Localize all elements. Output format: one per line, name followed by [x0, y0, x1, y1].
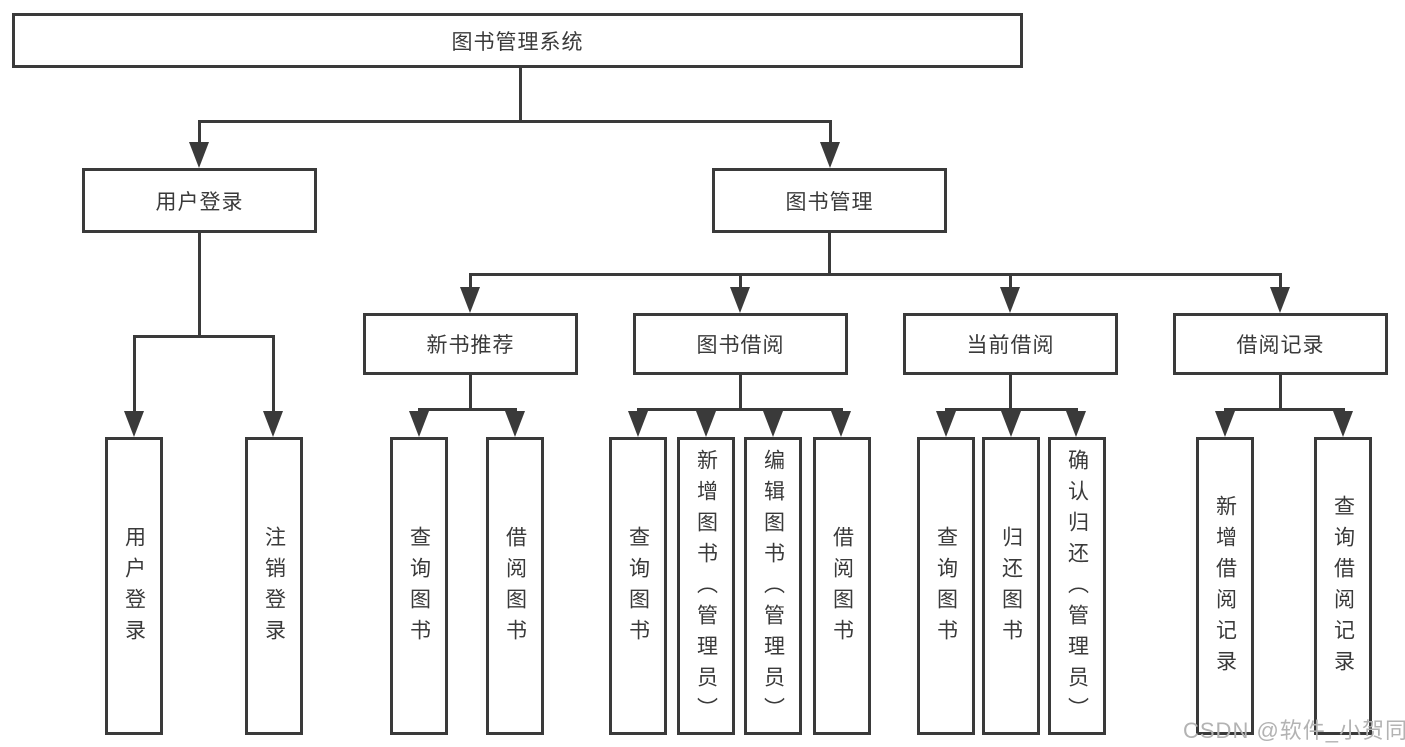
leaf-query-books-current: 查询图书 [917, 437, 975, 735]
connector-line [198, 120, 201, 148]
connector-line [469, 273, 1282, 276]
leaf-edit-book-admin-label: 编辑图书（管理员） [761, 448, 785, 728]
leaf-query-borrow-record-label: 查询借阅记录 [1331, 495, 1355, 681]
connector-line [637, 408, 843, 411]
node-current-borrowing-label: 当前借阅 [966, 334, 1055, 357]
connector-line [1009, 375, 1012, 408]
connector-line [739, 273, 742, 291]
leaf-borrow-books-recommend-label: 借阅图书 [503, 526, 527, 650]
leaf-add-borrow-record: 新增借阅记录 [1196, 437, 1254, 735]
arrow-down-icon [1000, 287, 1020, 313]
node-borrowing-records-label: 借阅记录 [1236, 334, 1325, 357]
connector-line [1279, 273, 1282, 291]
arrow-down-icon [460, 287, 480, 313]
leaf-logout: 注销登录 [245, 437, 303, 735]
arrow-down-icon [263, 411, 283, 437]
arrow-down-icon [189, 142, 209, 168]
leaf-borrow-books-recommend: 借阅图书 [486, 437, 544, 735]
connector-line [829, 120, 832, 148]
node-root: 图书管理系统 [12, 13, 1023, 68]
node-borrowing-records: 借阅记录 [1173, 313, 1388, 375]
leaf-query-books-borrowing-label: 查询图书 [626, 526, 650, 650]
leaf-add-book-admin-label: 新增图书（管理员） [694, 448, 718, 728]
node-current-borrowing: 当前借阅 [903, 313, 1118, 375]
arrow-down-icon [1066, 411, 1086, 437]
csdn-watermark: CSDN @软件_小贺同学 [1183, 718, 1405, 743]
connector-line [133, 335, 136, 413]
arrow-down-icon [409, 411, 429, 437]
connector-line [469, 273, 472, 291]
node-book-management: 图书管理 [712, 168, 947, 233]
node-user-login: 用户登录 [82, 168, 317, 233]
arrow-down-icon [730, 287, 750, 313]
connector-line [1279, 375, 1282, 408]
arrow-down-icon [124, 411, 144, 437]
leaf-query-books-recommend: 查询图书 [390, 437, 448, 735]
node-book-borrowing: 图书借阅 [633, 313, 848, 375]
node-book-management-label: 图书管理 [785, 190, 874, 214]
arrow-down-icon [820, 142, 840, 168]
leaf-return-book: 归还图书 [982, 437, 1040, 735]
node-root-label: 图书管理系统 [451, 30, 584, 54]
arrow-down-icon [505, 411, 525, 437]
leaf-query-borrow-record: 查询借阅记录 [1314, 437, 1372, 735]
leaf-borrow-books-borrowing: 借阅图书 [813, 437, 871, 735]
leaf-user-login-label: 用户登录 [122, 526, 146, 650]
connector-line [272, 335, 275, 413]
leaf-logout-label: 注销登录 [262, 526, 286, 650]
arrow-down-icon [763, 411, 783, 437]
arrow-down-icon [696, 411, 716, 437]
leaf-confirm-return-admin: 确认归还（管理员） [1048, 437, 1106, 735]
connector-line [1009, 273, 1012, 291]
leaf-query-books-borrowing: 查询图书 [609, 437, 667, 735]
node-user-login-label: 用户登录 [155, 190, 244, 214]
connector-line [469, 375, 472, 408]
connector-line [198, 233, 201, 335]
leaf-borrow-books-borrowing-label: 借阅图书 [830, 526, 854, 650]
leaf-query-books-recommend-label: 查询图书 [407, 526, 431, 650]
connector-line [418, 408, 517, 411]
leaf-confirm-return-admin-label: 确认归还（管理员） [1065, 448, 1089, 728]
arrow-down-icon [1270, 287, 1290, 313]
leaf-query-books-current-label: 查询图书 [934, 526, 958, 650]
connector-line [1224, 408, 1345, 411]
leaf-edit-book-admin: 编辑图书（管理员） [744, 437, 802, 735]
arrow-down-icon [1215, 411, 1235, 437]
arrow-down-icon [628, 411, 648, 437]
leaf-add-borrow-record-label: 新增借阅记录 [1213, 495, 1237, 681]
arrow-down-icon [1001, 411, 1021, 437]
node-new-book-recommend-label: 新书推荐 [426, 334, 515, 357]
connector-line [739, 375, 742, 408]
arrow-down-icon [1333, 411, 1353, 437]
node-new-book-recommend: 新书推荐 [363, 313, 578, 375]
arrow-down-icon [831, 411, 851, 437]
arrow-down-icon [936, 411, 956, 437]
connector-line [828, 233, 831, 273]
node-book-borrowing-label: 图书借阅 [696, 334, 785, 357]
leaf-user-login: 用户登录 [105, 437, 163, 735]
connector-line [519, 68, 522, 120]
connector-line [198, 120, 832, 123]
leaf-add-book-admin: 新增图书（管理员） [677, 437, 735, 735]
leaf-return-book-label: 归还图书 [999, 526, 1023, 650]
connector-line [133, 335, 275, 338]
